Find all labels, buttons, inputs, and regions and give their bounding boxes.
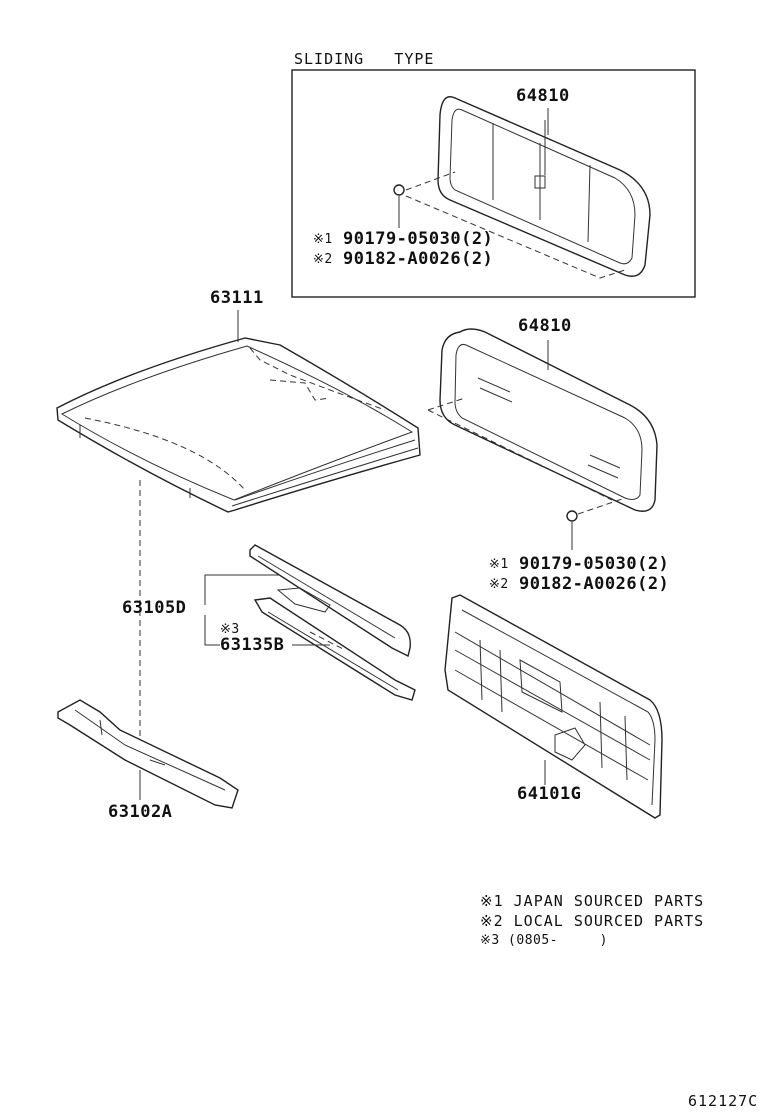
front-header-63102A	[57, 699, 239, 809]
sliding-fastener-1: 90179-05030(2)	[343, 229, 494, 249]
note-date-range: ※3 (0805- )	[480, 933, 608, 948]
sliding-fastener-dash-1	[405, 171, 456, 191]
fixed-fastener-dash-2	[427, 409, 613, 501]
part-63105D: 63105D	[122, 598, 187, 618]
mark-2-fixed: ※2	[489, 577, 509, 592]
part-63135B: 63135B	[220, 635, 285, 655]
note-local-sourced: ※2 LOCAL SOURCED PARTS	[480, 912, 705, 930]
note-japan-sourced: ※1 JAPAN SOURCED PARTS	[480, 892, 705, 910]
fixed-fastener-2: 90182-A0026(2)	[519, 574, 670, 594]
back-panel-64101G	[444, 594, 663, 819]
inset-title: SLIDING TYPE	[294, 50, 435, 68]
part-64101G: 64101G	[517, 784, 582, 804]
sliding-type-inset-frame	[291, 69, 696, 298]
sliding-back-window-64810	[437, 96, 651, 277]
mark-1-sliding: ※1	[313, 232, 333, 247]
part-63102A: 63102A	[108, 802, 173, 822]
fixed-fastener-dash-3	[577, 497, 626, 515]
fixed-back-window-64810	[439, 328, 658, 512]
fixed-fastener-dash-1	[427, 397, 466, 411]
roof-rail-reinforcement-63135B	[253, 597, 416, 701]
sliding-fastener-2: 90182-A0026(2)	[343, 249, 494, 269]
fixed-fastener-nut	[566, 510, 578, 550]
part-64810-fixed: 64810	[518, 316, 572, 336]
roof-rail-63105D	[249, 544, 411, 658]
sliding-fastener-nut	[393, 184, 405, 228]
mark-1-fixed: ※1	[489, 557, 509, 572]
bracket-63105D	[204, 574, 280, 605]
mark-3: ※3	[220, 622, 240, 637]
fixed-fastener-1: 90179-05030(2)	[519, 554, 670, 574]
sliding-fastener-dash-2	[405, 195, 626, 279]
figure-code: 612127C	[688, 1092, 759, 1110]
bracket-63135B	[204, 615, 220, 646]
mark-2-sliding: ※2	[313, 252, 333, 267]
part-64810-sliding: 64810	[516, 86, 570, 106]
part-63111: 63111	[210, 288, 264, 308]
roof-panel-63111	[56, 337, 421, 513]
